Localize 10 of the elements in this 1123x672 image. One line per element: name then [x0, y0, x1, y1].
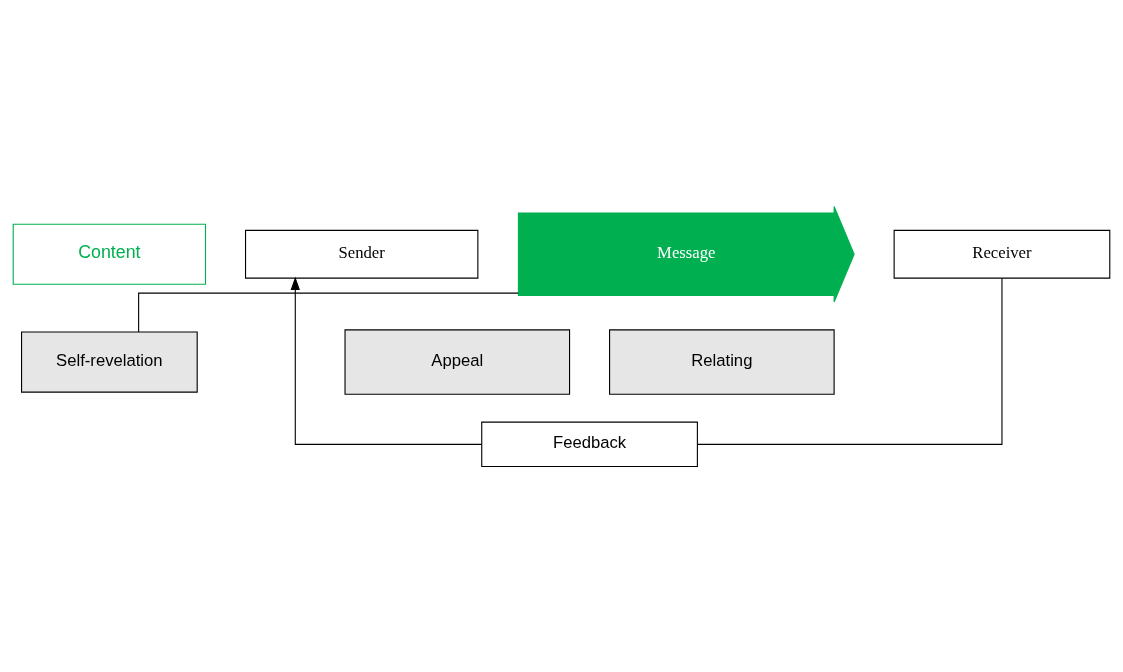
node-box: Content [12, 223, 207, 285]
node-box: Relating [609, 328, 835, 395]
node-box: Self-revelation [21, 331, 198, 393]
node-box: Appeal [344, 328, 571, 395]
node-box: Feedback [481, 421, 698, 467]
node-box: Sender [245, 229, 479, 279]
connector [138, 292, 519, 333]
connector [697, 277, 1003, 445]
node-box: Receiver [893, 229, 1111, 279]
arrow [290, 276, 483, 445]
